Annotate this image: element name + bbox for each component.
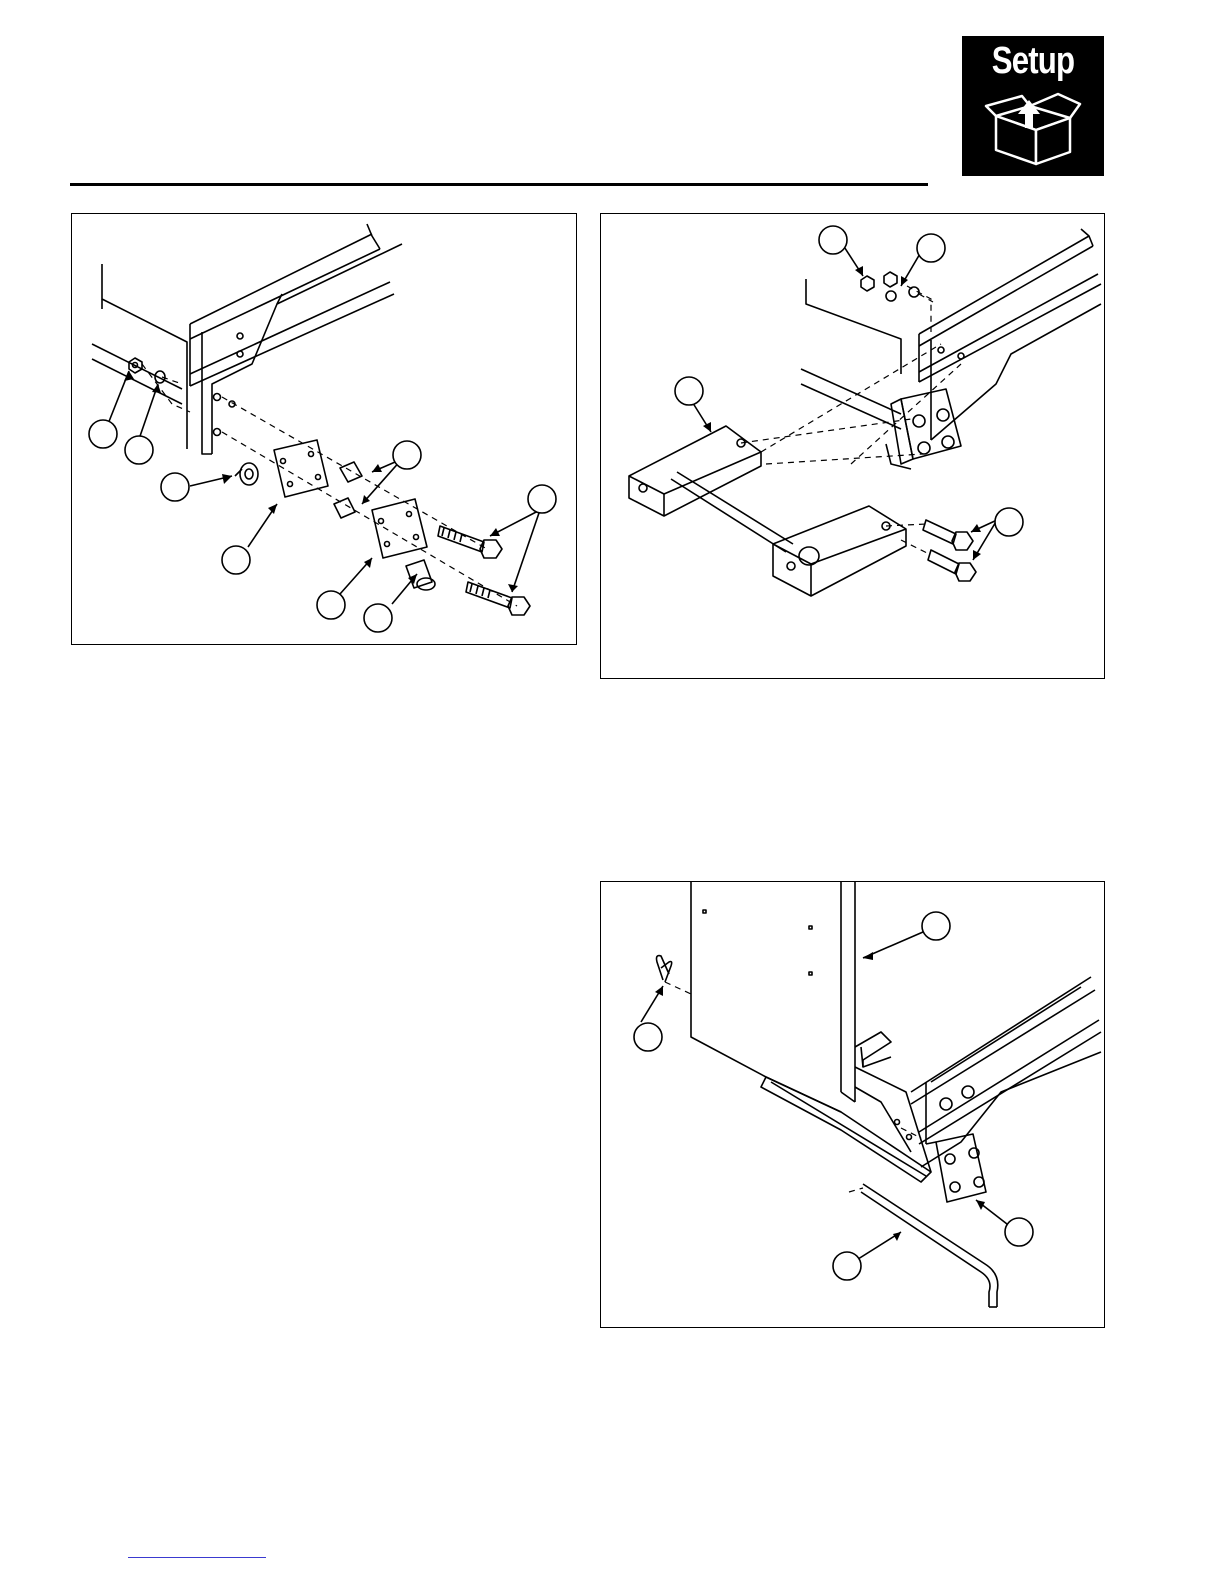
header-rule: [70, 183, 928, 186]
figure-c-drawing: [601, 882, 1106, 1329]
figure-b: [600, 213, 1105, 679]
setup-badge: Setup: [962, 36, 1104, 176]
figure-a-drawing: [72, 214, 578, 646]
figure-b-drawing: [601, 214, 1106, 680]
setup-badge-label: Setup: [975, 40, 1091, 83]
figure-a: [71, 213, 577, 645]
footer-link-underline[interactable]: [128, 1557, 266, 1558]
open-box-arrow-up-icon: [984, 88, 1082, 166]
figure-c: [600, 881, 1105, 1328]
